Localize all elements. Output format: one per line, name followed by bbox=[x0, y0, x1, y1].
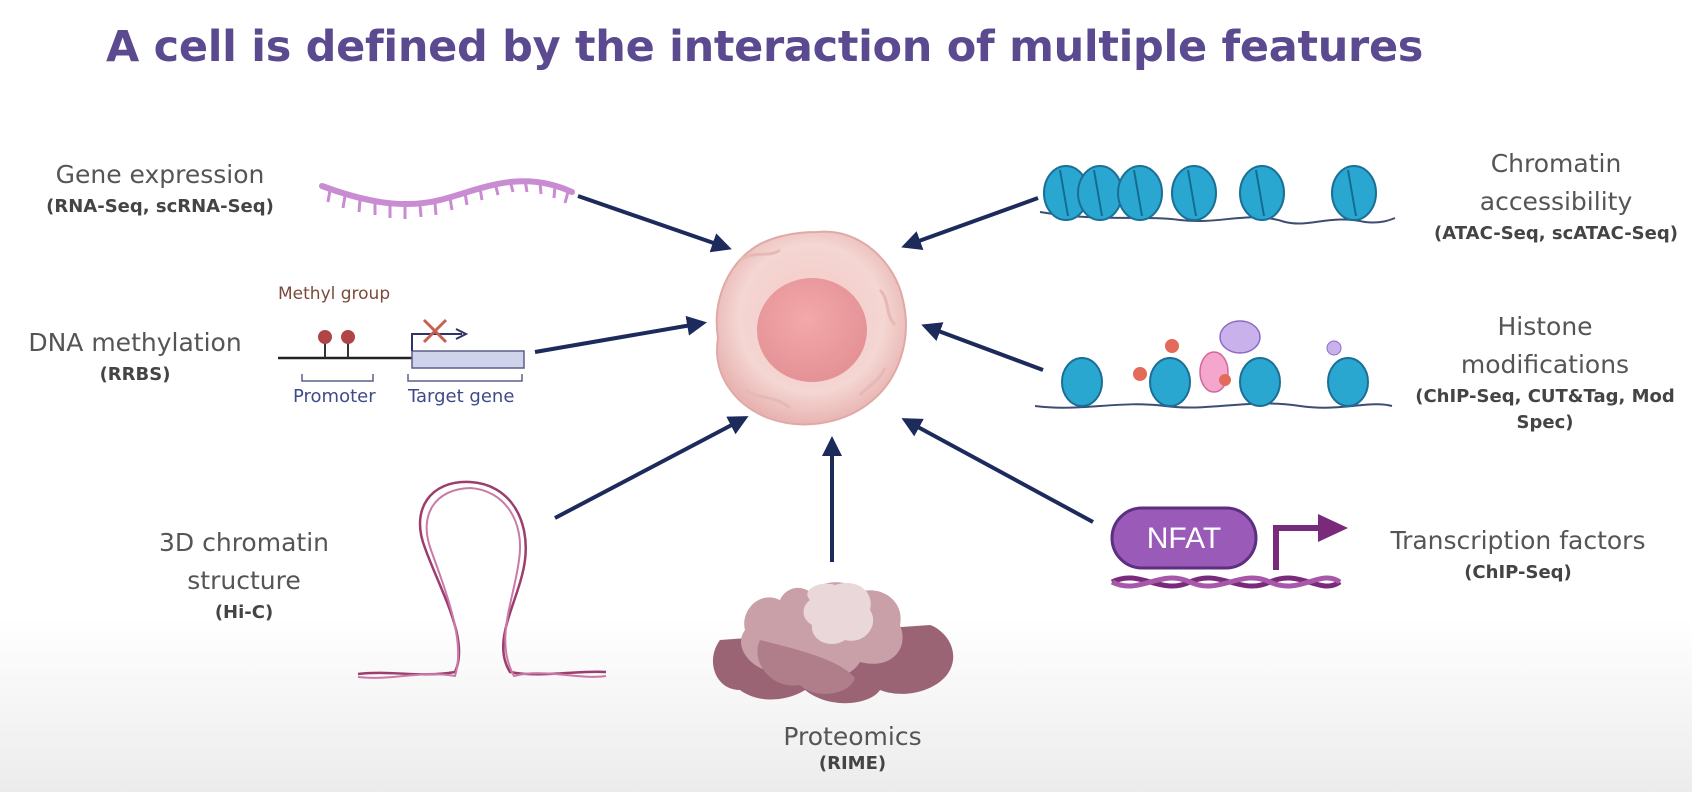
histone-modification-icon bbox=[1034, 320, 1393, 409]
chromatin-3d-name-1: 3D chromatin bbox=[159, 528, 329, 557]
rna-strand-icon bbox=[319, 178, 575, 219]
gene-expression-label: Gene expression (RNA-Seq, scRNA-Seq) bbox=[40, 156, 280, 220]
promoter-label: Promoter bbox=[293, 386, 376, 407]
arrow-dna-methylation bbox=[534, 315, 707, 354]
methylation-schematic bbox=[278, 318, 525, 382]
chromatin-3d-name-2: structure bbox=[187, 566, 301, 595]
arrow-histone bbox=[921, 322, 1044, 372]
nfat-box bbox=[1110, 506, 1258, 570]
chromatin-3d-method: (Hi-C) bbox=[214, 602, 274, 623]
protein-complex-icon bbox=[712, 582, 954, 704]
chromatin-accessibility-name-2: accessibility bbox=[1479, 187, 1633, 216]
proteomics-name: Proteomics bbox=[783, 722, 922, 751]
arrow-chromatin-accessibility bbox=[901, 196, 1039, 250]
histone-name-1: Histone bbox=[1497, 312, 1593, 341]
gene-expression-method: (RNA-Seq, scRNA-Seq) bbox=[46, 196, 274, 217]
methyl-group-label: Methyl group bbox=[278, 284, 391, 304]
transcription-factors-label: Transcription factors (ChIP-Seq) bbox=[1368, 522, 1668, 586]
proteomics-method: (RIME) bbox=[818, 753, 887, 774]
histone-modifications-label: Histone modifications (ChIP-Seq, CUT&Tag… bbox=[1398, 308, 1692, 436]
chromatin-accessibility-method: (ATAC-Seq, scATAC-Seq) bbox=[1434, 223, 1678, 244]
arrow-transcription-factors bbox=[901, 418, 1094, 524]
dna-methylation-name: DNA methylation bbox=[28, 328, 242, 357]
transcription-factors-name: Transcription factors bbox=[1390, 526, 1646, 555]
nucleosome-array-icon bbox=[1039, 165, 1396, 225]
arrow-3d-chromatin bbox=[554, 416, 749, 520]
arrow-gene-expression bbox=[577, 194, 732, 253]
chromatin-accessibility-name-1: Chromatin bbox=[1490, 149, 1622, 178]
target-gene-box bbox=[411, 350, 525, 369]
transcription-factor-icon bbox=[1110, 506, 1348, 589]
dna-methylation-method: (RRBS) bbox=[99, 364, 171, 385]
histone-method-1: (ChIP-Seq, CUT&Tag, Mod bbox=[1415, 386, 1675, 407]
methyl-group-icon bbox=[341, 330, 355, 344]
methyl-group-icon bbox=[318, 330, 332, 344]
nfat-label: NFAT bbox=[1147, 522, 1221, 555]
histone-method-2: Spec) bbox=[1516, 412, 1574, 433]
target-gene-label: Target gene bbox=[408, 386, 515, 407]
histone-name-2: modifications bbox=[1460, 350, 1630, 379]
chromatin-loop-icon bbox=[357, 480, 607, 679]
dna-methylation-label: DNA methylation (RRBS) bbox=[10, 324, 260, 388]
gene-expression-name: Gene expression bbox=[55, 160, 265, 189]
proteomics-label: Proteomics (RIME) bbox=[730, 720, 975, 774]
arrows bbox=[534, 194, 1094, 562]
slide-title: A cell is defined by the interaction of … bbox=[106, 22, 1424, 72]
cell-illustration bbox=[715, 230, 907, 426]
blocked-icon bbox=[422, 318, 448, 344]
transcription-factors-method: (ChIP-Seq) bbox=[1464, 562, 1572, 583]
chromatin-3d-label: 3D chromatin structure (Hi-C) bbox=[128, 524, 360, 626]
chromatin-accessibility-label: Chromatin accessibility (ATAC-Seq, scATA… bbox=[1420, 145, 1692, 247]
